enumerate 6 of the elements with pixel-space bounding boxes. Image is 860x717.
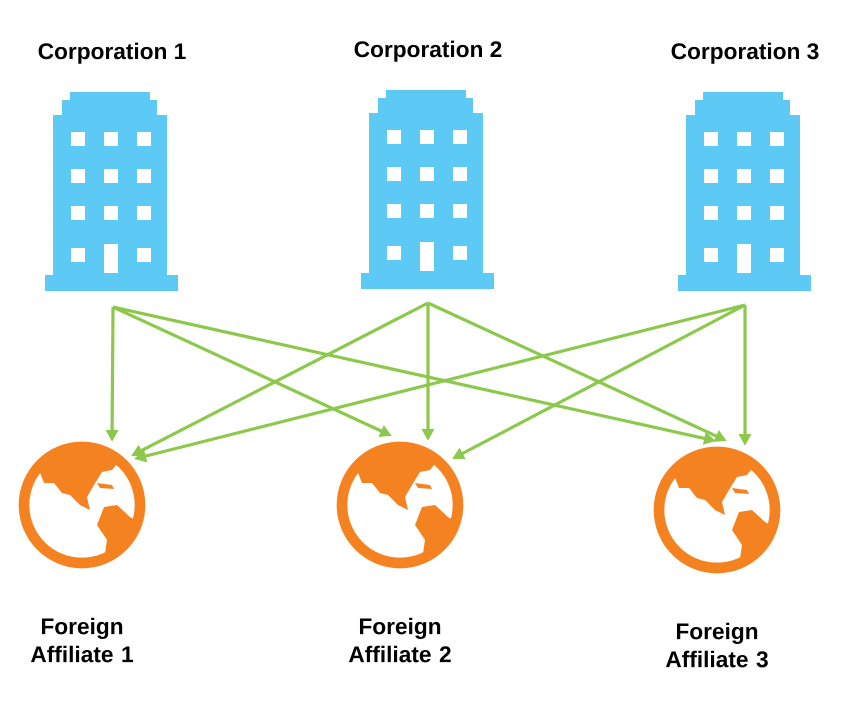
heading: Corporation 3 [672,42,818,64]
heading: Corporation 1 [38,42,186,64]
affiliate-label: Foreign Affiliate 1 [30,618,134,662]
heading: Corporation 2 [354,40,502,62]
affiliate-label: Foreign Affiliate 3 [666,622,768,668]
affiliate-label: Foreign Affiliate 2 [348,618,451,662]
